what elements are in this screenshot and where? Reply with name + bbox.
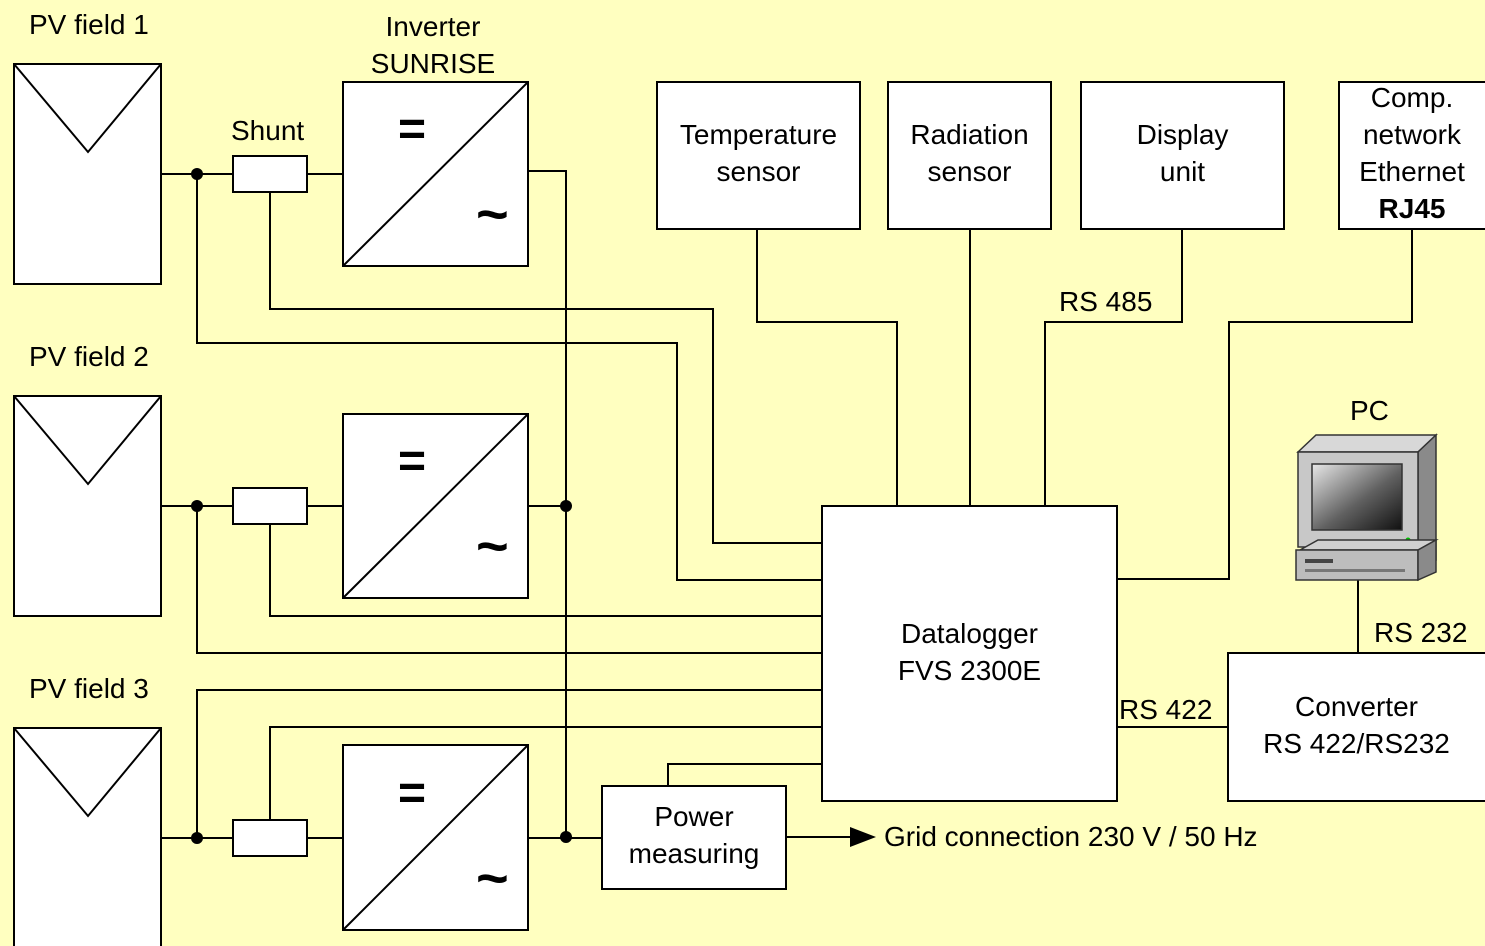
- pv-field-1-label: PV field 1: [29, 9, 149, 40]
- datalogger-line2: FVS 2300E: [897, 655, 1042, 686]
- power-measuring-line2: measuring: [628, 838, 760, 869]
- comp-network-line4: RJ45: [1378, 193, 1446, 224]
- pv-panel-3: [13, 727, 162, 946]
- temperature-sensor-line1: Temperature: [679, 119, 838, 150]
- inverter-title-line2: SUNRISE: [370, 48, 496, 79]
- comp-network-line3: Ethernet: [1359, 156, 1465, 187]
- wire: [269, 192, 822, 544]
- radiation-sensor-line1: Radiation: [910, 119, 1029, 150]
- computer-icon: [1295, 433, 1439, 582]
- power-measuring-box: [601, 785, 787, 890]
- grid-connection-label: Grid connection 230 V / 50 Hz: [884, 821, 1258, 852]
- inverter-diagonal: [342, 81, 529, 267]
- wire: [1044, 229, 1183, 506]
- pc-label: PC: [1350, 395, 1389, 426]
- shunt-label: Shunt: [231, 115, 305, 146]
- comp-network-line2: network: [1362, 119, 1462, 150]
- wire: [196, 506, 822, 654]
- shunt-3: [232, 819, 308, 857]
- power-measuring-line1: Power: [654, 801, 734, 832]
- converter-line1: Converter: [1295, 691, 1418, 722]
- junction-dot: [560, 500, 572, 512]
- dc-symbol: =: [398, 435, 427, 488]
- ac-symbol: ~: [476, 182, 509, 245]
- shunt-2: [232, 487, 308, 525]
- pv-panel-2: [13, 395, 162, 617]
- junction-dot: [191, 500, 203, 512]
- temperature-sensor-line2: sensor: [716, 156, 801, 187]
- wire: [1117, 229, 1413, 580]
- wire: [667, 763, 822, 786]
- wire: [196, 174, 822, 581]
- radiation-sensor-box: [887, 81, 1052, 230]
- converter-line2: RS 422/RS232: [1263, 728, 1450, 759]
- datalogger-line1: Datalogger: [901, 618, 1038, 649]
- display-unit-line2: unit: [1159, 156, 1206, 187]
- pv-panel-symbol: [13, 727, 162, 818]
- shunt-1: [232, 155, 308, 193]
- junction-dot: [191, 832, 203, 844]
- pv-field-3-label: PV field 3: [29, 673, 149, 704]
- comp-network-line1: Comp.: [1370, 82, 1454, 113]
- pv-field-2-label: PV field 2: [29, 341, 149, 372]
- pv-panel-1: [13, 63, 162, 285]
- pv-panel-symbol: [13, 63, 162, 154]
- comp-network-box: [1338, 81, 1485, 230]
- temperature-sensor-box: [656, 81, 861, 230]
- inverter-diagonal: [342, 413, 529, 599]
- rs485-label: RS 485: [1059, 286, 1153, 317]
- inverter-title-line1: Inverter: [385, 11, 481, 42]
- rs422-label: RS 422: [1119, 694, 1213, 725]
- wire: [269, 726, 822, 820]
- junction-dot: [191, 168, 203, 180]
- datalogger-box: [821, 505, 1118, 802]
- wire: [756, 229, 898, 506]
- display-unit-line1: Display: [1136, 119, 1229, 150]
- display-unit-box: [1080, 81, 1285, 230]
- junction-dot: [560, 831, 572, 843]
- radiation-sensor-line2: sensor: [927, 156, 1012, 187]
- grid-arrow: [850, 827, 876, 847]
- ac-symbol: ~: [476, 846, 509, 909]
- ac-symbol: ~: [476, 514, 509, 577]
- wire: [196, 689, 822, 838]
- rs232-label: RS 232: [1374, 617, 1468, 648]
- dc-symbol: =: [398, 103, 427, 156]
- converter-box: [1227, 652, 1485, 802]
- inverter-diagonal: [342, 744, 529, 931]
- wire: [269, 524, 822, 617]
- pv-panel-symbol: [13, 395, 162, 486]
- dc-symbol: =: [398, 767, 427, 820]
